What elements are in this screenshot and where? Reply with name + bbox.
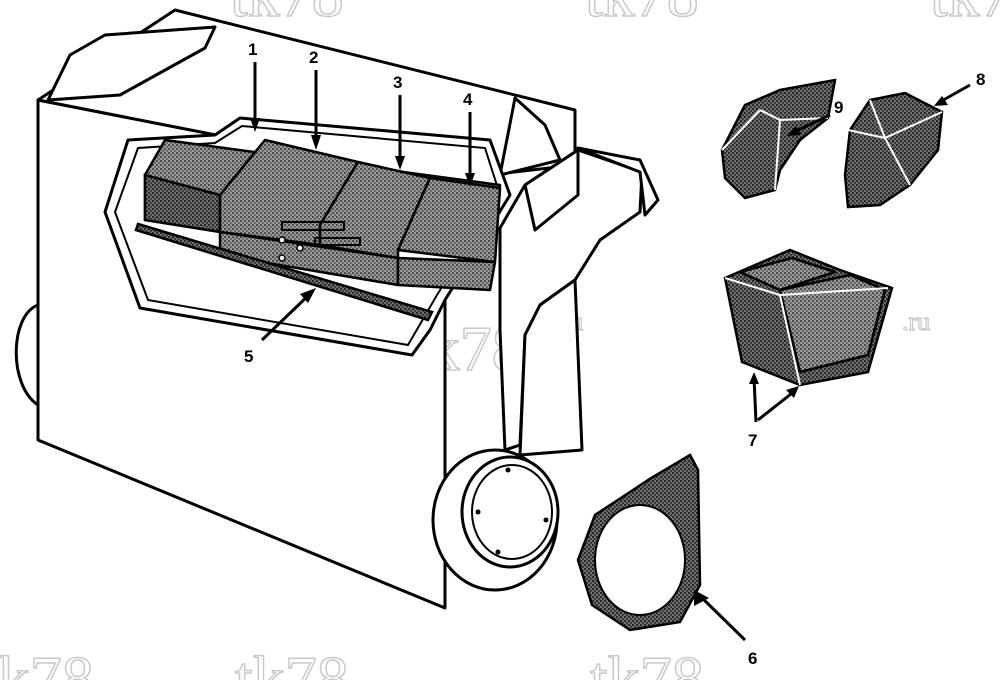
- watermark-text: tk78: [930, 0, 1000, 30]
- foam-part-8-body: [843, 91, 944, 209]
- watermark-text: tk78: [590, 643, 704, 680]
- watermark-text: tk78: [0, 643, 94, 680]
- box-edges: [724, 277, 889, 386]
- watermark-text: tk78: [230, 0, 344, 30]
- arrowhead: [395, 156, 405, 170]
- arrowhead: [465, 173, 475, 187]
- housing-top-fin: [498, 96, 562, 177]
- arrowhead: [694, 590, 709, 606]
- arrowhead: [787, 126, 801, 136]
- foam-part-8: [843, 91, 944, 209]
- leader-line-6: [696, 592, 747, 642]
- arrowhead: [250, 118, 260, 132]
- watermark-text: tk78: [585, 0, 699, 30]
- housing-side-bulge: [14, 303, 40, 407]
- callout-3: 3: [393, 73, 402, 92]
- callout-6: 6: [748, 649, 757, 668]
- seal-strip-5: [134, 222, 434, 322]
- foam-block-4: [396, 176, 502, 264]
- leader-line-7: [752, 377, 797, 423]
- foam-part-9: [720, 78, 837, 200]
- arrowhead: [749, 372, 759, 384]
- duct-top-face: [523, 148, 580, 232]
- duct-lower-face: [518, 278, 584, 457]
- watermark-text: tk78: [235, 643, 349, 680]
- duct-outlet-lip: [576, 146, 660, 217]
- blower-assembly: [431, 146, 660, 592]
- arrowhead: [300, 288, 316, 303]
- blower-inlet-ring: [471, 464, 553, 560]
- leader-line-5: [260, 290, 314, 342]
- filter-slot-lower: [314, 237, 361, 246]
- screw-hole: [296, 244, 304, 252]
- scroll-gasket-6: [576, 453, 702, 632]
- leader-line-9: [791, 113, 831, 135]
- box-part-7: [723, 248, 894, 387]
- callout-8: 8: [976, 70, 985, 89]
- mount-hole: [505, 467, 511, 473]
- callout-1: 1: [248, 40, 257, 59]
- foam-front-face-right: [396, 256, 497, 292]
- gasket-opening: [594, 504, 686, 616]
- callout-9: 9: [834, 98, 843, 117]
- filter-slot: [281, 221, 345, 231]
- callout-4: 4: [463, 90, 473, 109]
- mount-hole: [543, 517, 549, 523]
- arrowhead: [786, 386, 799, 398]
- blower-scroll-inner: [460, 455, 560, 569]
- screw-hole: [278, 236, 286, 244]
- watermark-suffix: .ru: [902, 307, 930, 336]
- box-inner-floor: [738, 256, 837, 292]
- screw-hole: [278, 254, 286, 262]
- arrowhead: [934, 96, 948, 106]
- filter-assembly: [134, 138, 502, 322]
- callout-5: 5: [244, 347, 253, 366]
- callouts: 1 2 3 4 5 6 7 8 9: [244, 40, 985, 668]
- mount-hole: [475, 509, 481, 515]
- box-inner-wall: [778, 273, 887, 374]
- arrowhead: [311, 135, 321, 150]
- mount-hole: [495, 549, 501, 555]
- callout-2: 2: [309, 48, 318, 67]
- housing-top-flap: [46, 25, 217, 102]
- foam-part-8-edges: [847, 99, 943, 186]
- callout-7: 7: [748, 431, 757, 450]
